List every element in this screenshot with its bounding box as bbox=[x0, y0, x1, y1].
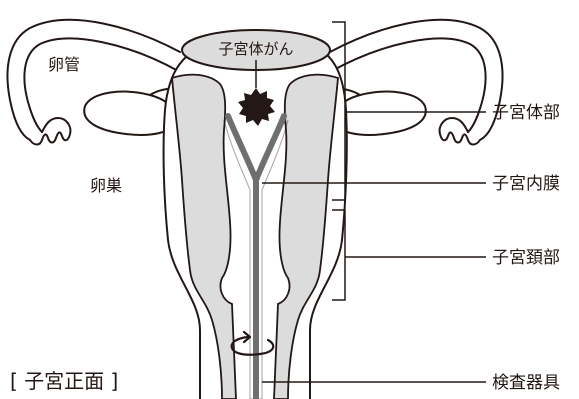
label-fallopian-tube: 卵管 bbox=[48, 55, 80, 74]
ovary-left bbox=[84, 92, 176, 135]
view-caption: [ 子宮正面 ] bbox=[10, 369, 118, 393]
label-endometrium: 子宮内膜 bbox=[492, 174, 560, 194]
label-ovary: 卵巣 bbox=[90, 176, 122, 195]
label-uterine-body: 子宮体部 bbox=[492, 103, 560, 123]
label-instrument: 検査器具 bbox=[492, 373, 560, 393]
label-cervix: 子宮頚部 bbox=[492, 248, 560, 268]
label-tumor: 子宮体がん bbox=[218, 40, 293, 58]
